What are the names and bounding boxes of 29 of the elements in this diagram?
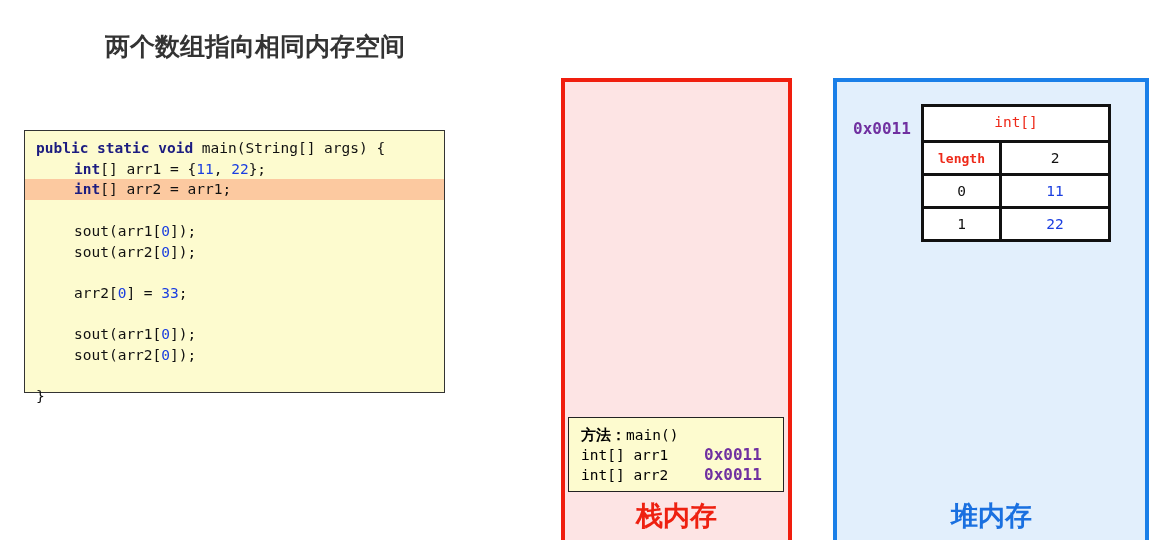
- table-cell: 0: [924, 173, 999, 206]
- table-cell: 11: [999, 173, 1108, 206]
- frame-text: int[] arr2: [581, 466, 669, 484]
- panel-label: 堆内存: [949, 499, 1033, 533]
- code-line: sout(arr1[0]);: [74, 221, 197, 241]
- code-line: public static void main(String[] args) {: [36, 139, 386, 158]
- table-cell: 22: [999, 206, 1108, 239]
- code-line: sout(arr1[0]);: [74, 325, 197, 345]
- array-table: [921, 104, 1111, 242]
- heap-memory-panel: [833, 78, 1149, 540]
- code-line: int[] arr2 = arr1;: [74, 180, 232, 200]
- code-line: sout(arr2[0]);: [74, 242, 197, 262]
- frame-text: 方法：main(): [581, 426, 679, 444]
- table-cell: length: [924, 140, 999, 173]
- table-cell: 2: [999, 140, 1108, 173]
- code-line: arr2[0] = 33;: [74, 283, 188, 303]
- table-cell-text: int[]: [993, 113, 1039, 132]
- panel-label: 栈内存: [634, 499, 718, 533]
- address-text: 0x0011: [704, 466, 762, 484]
- slide-title: 两个数组指向相同内存空间: [105, 31, 405, 63]
- code-line: int[] arr1 = {11, 22};: [74, 159, 267, 179]
- stack-memory-panel: [561, 78, 792, 540]
- table-cell: 1: [924, 206, 999, 239]
- code-line: sout(arr2[0]);: [74, 346, 197, 365]
- code-line: }: [36, 387, 45, 407]
- address-label: 0x0011: [853, 119, 911, 138]
- method-frame-box: [568, 417, 784, 492]
- address-text: 0x0011: [704, 446, 762, 464]
- frame-text: int[] arr1: [581, 446, 669, 464]
